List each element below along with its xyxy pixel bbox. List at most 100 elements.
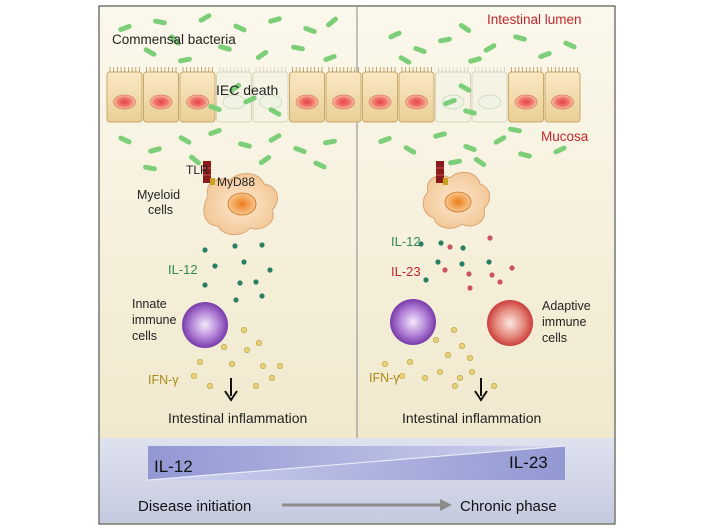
bacterium <box>553 145 567 155</box>
down-arrow-left <box>224 378 238 402</box>
il23-dot <box>509 265 515 271</box>
epithelial-cell <box>508 67 544 123</box>
bacterium <box>208 127 222 137</box>
bacterium <box>233 23 247 33</box>
bacterium <box>178 135 192 145</box>
il12-dot <box>212 263 218 269</box>
dying-epithelial-cell <box>471 67 508 123</box>
il23-dot <box>442 267 448 273</box>
il12-dot <box>435 259 441 265</box>
bacterium <box>118 135 132 145</box>
bacterium <box>238 141 252 149</box>
il12-dot <box>202 247 208 253</box>
il12-dot <box>241 259 247 265</box>
myeloid-label-line2: cells <box>148 203 173 217</box>
commensal-bacteria-label: Commensal bacteria <box>112 32 236 47</box>
bacterium <box>148 146 162 154</box>
il12-bar-label: IL-12 <box>154 457 193 476</box>
bacterium <box>293 145 307 155</box>
bacterium <box>398 55 412 65</box>
myeloid-cell-left <box>203 173 279 235</box>
down-arrow-right <box>474 378 488 402</box>
il12-dot <box>233 297 239 303</box>
ifng-dot <box>221 343 228 350</box>
ifng-dot <box>268 374 275 381</box>
bacterium <box>198 13 212 23</box>
il12-dot <box>438 240 444 246</box>
epithelial-cell <box>289 67 325 123</box>
ifng-dot <box>406 358 413 365</box>
ifng-dot <box>244 346 251 353</box>
epithelial-cell <box>106 67 143 123</box>
bacterium <box>189 154 201 166</box>
bacterium <box>483 43 497 53</box>
ifng-dot <box>490 382 497 389</box>
cytokine-dots <box>191 235 515 389</box>
il23-label-right: IL-23 <box>391 264 421 279</box>
il12-dot <box>237 280 243 286</box>
innate-immune-cell-right <box>390 299 436 345</box>
bacterium <box>323 138 337 146</box>
ifng-dot <box>466 354 473 361</box>
iec-death-label: IEC death <box>216 82 278 98</box>
myd88-label: MyD88 <box>217 175 255 189</box>
ifng-dot <box>241 326 248 333</box>
bacterium <box>326 16 338 28</box>
tlr-label: TLR <box>186 163 209 177</box>
ifng-dot <box>444 351 451 358</box>
il23-bar-label: IL-23 <box>509 453 548 472</box>
bacterium <box>228 82 242 94</box>
bacterium <box>208 103 222 113</box>
ifng-dot <box>276 362 283 369</box>
il12-dot <box>202 282 208 288</box>
ifng-dot <box>398 372 405 379</box>
ifng-label-left: IFN-γ <box>148 373 179 387</box>
bacterium <box>493 135 507 145</box>
bacterium <box>303 25 317 35</box>
tlr-receptor-left <box>203 161 211 183</box>
adaptive-label-line1: Adaptive <box>542 299 591 313</box>
adaptive-label-line2: immune <box>542 315 587 329</box>
ifng-dot <box>259 362 266 369</box>
ifng-dot <box>207 382 214 389</box>
il12-label-right: IL-12 <box>391 234 421 249</box>
innate-immune-cell-left <box>182 302 228 348</box>
myeloid-cell-right <box>422 171 490 229</box>
il23-dot <box>447 244 453 250</box>
epithelium-layer <box>106 67 581 123</box>
ifng-dot <box>421 374 428 381</box>
bacterium <box>243 95 257 105</box>
chronic-phase-label: Chronic phase <box>460 498 557 515</box>
intestinal-lumen-label: Intestinal lumen <box>487 12 582 27</box>
il23-dot <box>466 271 472 277</box>
bacterium <box>268 16 282 24</box>
ifng-dot <box>432 336 439 343</box>
epithelial-cell <box>325 67 362 123</box>
ifng-label-right: IFN-γ <box>369 371 400 385</box>
bacterium <box>413 45 427 55</box>
bacterium <box>323 53 337 63</box>
ifng-dot <box>381 360 388 367</box>
bacterium <box>508 126 522 134</box>
il12-dot <box>418 241 424 247</box>
il12-dot <box>232 243 238 249</box>
il12-label-left: IL-12 <box>168 262 198 277</box>
bacterium <box>518 151 532 159</box>
epithelial-cell <box>143 67 179 123</box>
il12-dot <box>423 277 429 283</box>
bacterium <box>458 22 472 34</box>
ifng-dot <box>436 368 443 375</box>
il12-dot <box>253 279 259 285</box>
bacterium <box>448 158 462 166</box>
epithelial-cell <box>362 67 398 123</box>
myd88-adapter-left <box>210 178 215 185</box>
bacterium <box>118 23 132 33</box>
bacterium <box>463 108 477 116</box>
ifng-dot <box>468 368 475 375</box>
dying-epithelial-cell <box>435 67 471 123</box>
bacterium <box>563 40 577 50</box>
myeloid-label-line1: Myeloid <box>137 188 180 202</box>
bacterium <box>513 34 527 42</box>
bacterium <box>458 83 472 93</box>
